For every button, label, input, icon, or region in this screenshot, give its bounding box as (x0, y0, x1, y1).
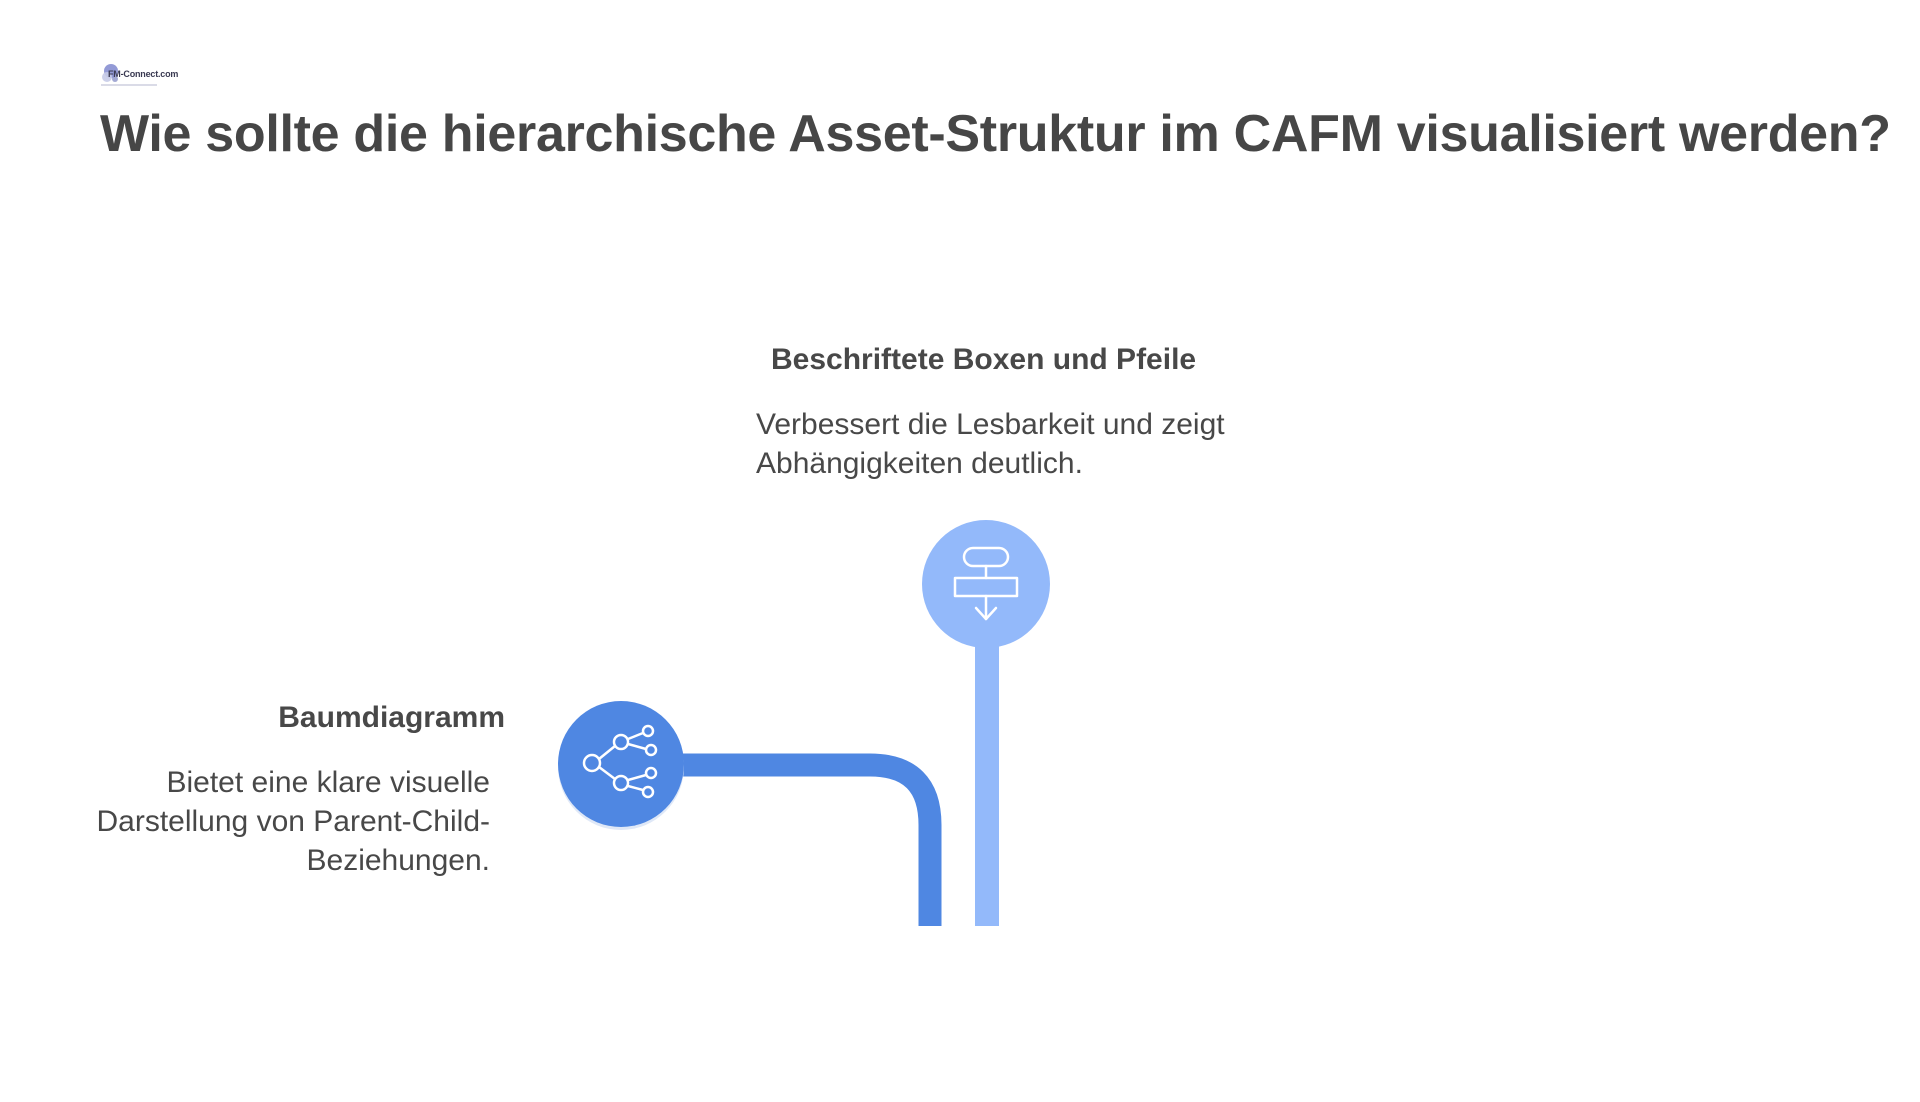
flowchart-icon (953, 546, 1019, 621)
branch-description-boxes: Verbessert die Lesbarkeit und zeigt Abhä… (756, 408, 1225, 480)
boxes-connector (975, 645, 999, 926)
logo-text: FM-Connect.com (108, 69, 179, 79)
tree-connector (640, 753, 942, 926)
branch-description-tree: Bietet eine klare visuelle Darstellung v… (96, 766, 490, 877)
page-title: Wie sollte die hierarchische Asset-Struk… (100, 105, 1891, 163)
node-boxes (922, 520, 1050, 648)
branch-title-boxes: Beschriftete Boxen und Pfeile (771, 343, 1197, 376)
node-tree (558, 701, 684, 830)
logo-mark-icon (101, 64, 157, 86)
company-logo (97, 60, 159, 90)
branch-title-tree: Baumdiagramm (278, 701, 505, 734)
tree-diagram-icon (582, 724, 658, 799)
